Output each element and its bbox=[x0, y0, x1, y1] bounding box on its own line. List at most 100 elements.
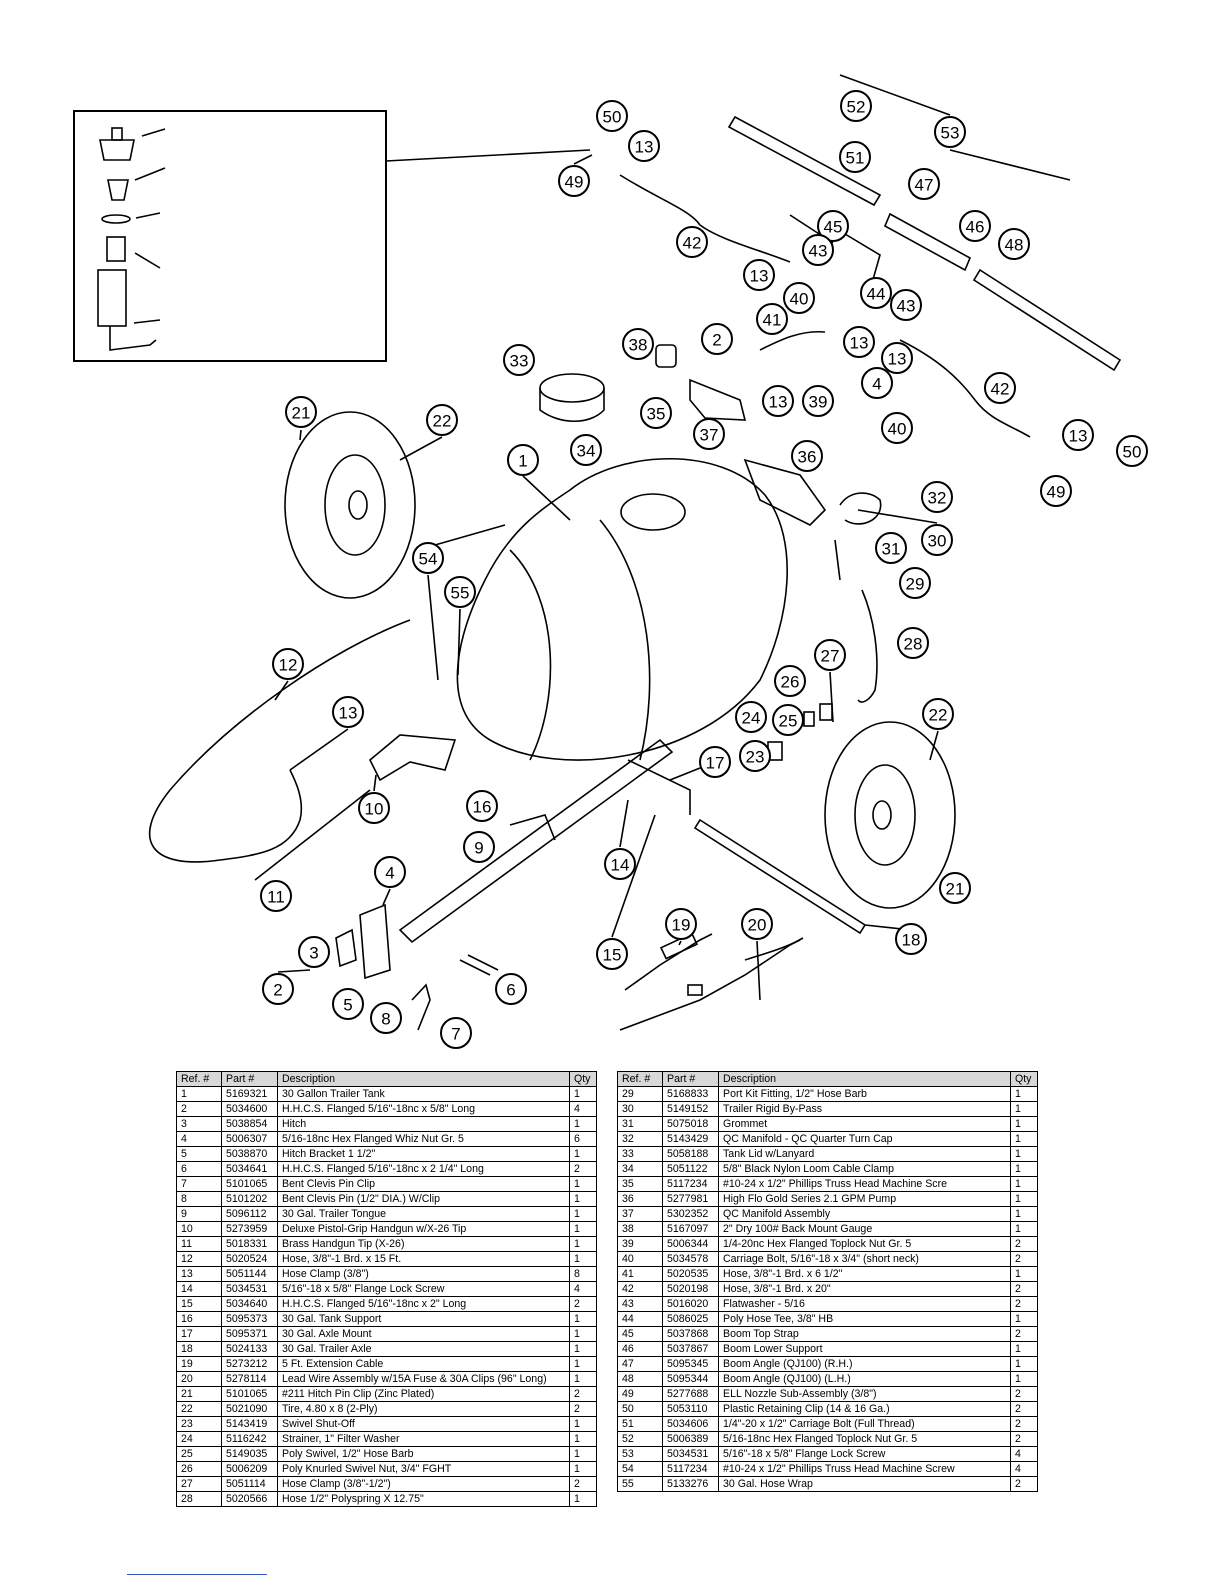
callout-37: 37 bbox=[693, 418, 725, 450]
cell-description: Lead Wire Assembly w/15A Fuse & 30A Clip… bbox=[277, 1371, 570, 1387]
cell-part-number: 5034606 bbox=[662, 1416, 719, 1432]
callout-number: 39 bbox=[809, 393, 828, 412]
callout-number: 22 bbox=[433, 412, 452, 431]
callout-circle bbox=[272, 648, 304, 680]
callout-number: 28 bbox=[904, 635, 923, 654]
callout-circle bbox=[921, 524, 953, 556]
cell-ref: 41 bbox=[617, 1266, 663, 1282]
cell-qty: 1 bbox=[1010, 1356, 1038, 1372]
cell-ref: 23 bbox=[176, 1416, 222, 1432]
callout-circle bbox=[908, 168, 940, 200]
cell-part-number: 5020566 bbox=[221, 1491, 278, 1507]
cell-qty: 1 bbox=[569, 1176, 597, 1192]
callout-27: 27 bbox=[814, 639, 846, 671]
cell-qty: 2 bbox=[1010, 1416, 1038, 1432]
callout-circle bbox=[596, 938, 628, 970]
callout-circle bbox=[444, 576, 476, 608]
callout-circle bbox=[783, 282, 815, 314]
callout-1: 1 bbox=[507, 444, 539, 476]
callout-circle bbox=[875, 532, 907, 564]
cell-description: Hitch bbox=[277, 1116, 570, 1132]
cell-ref: 18 bbox=[176, 1341, 222, 1357]
callout-number: 37 bbox=[700, 426, 719, 445]
callout-48: 48 bbox=[998, 228, 1030, 260]
cell-description: 5/8" Black Nylon Loom Cable Clamp bbox=[718, 1161, 1011, 1177]
cell-part-number: 5277688 bbox=[662, 1386, 719, 1402]
cell-part-number: 5075018 bbox=[662, 1116, 719, 1132]
header-part: Part # bbox=[221, 1071, 278, 1087]
callout-52: 52 bbox=[840, 90, 872, 122]
cell-ref: 24 bbox=[176, 1431, 222, 1447]
cell-description: Brass Handgun Tip (X-26) bbox=[277, 1236, 570, 1252]
cell-description: Hitch Bracket 1 1/2" bbox=[277, 1146, 570, 1162]
cell-qty: 1 bbox=[1010, 1206, 1038, 1222]
callout-number: 2 bbox=[712, 331, 721, 350]
callout-36: 36 bbox=[791, 440, 823, 472]
cell-description: Tank Lid w/Lanyard bbox=[718, 1146, 1011, 1162]
cell-description: 30 Gal. Trailer Axle bbox=[277, 1341, 570, 1357]
callout-circle bbox=[1116, 435, 1148, 467]
callout-30: 30 bbox=[921, 524, 953, 556]
callout-number: 33 bbox=[510, 352, 529, 371]
header-description: Description bbox=[718, 1071, 1011, 1087]
callout-number: 42 bbox=[991, 380, 1010, 399]
cell-part-number: 5037868 bbox=[662, 1326, 719, 1342]
callout-43: 43 bbox=[890, 289, 922, 321]
callout-number: 13 bbox=[750, 267, 769, 286]
cell-part-number: 5038854 bbox=[221, 1116, 278, 1132]
callout-13: 13 bbox=[1062, 419, 1094, 451]
cell-ref: 44 bbox=[617, 1311, 663, 1327]
cell-part-number: 5273212 bbox=[221, 1356, 278, 1372]
cell-ref: 17 bbox=[176, 1326, 222, 1342]
cell-qty: 2 bbox=[1010, 1296, 1038, 1312]
cell-ref: 33 bbox=[617, 1146, 663, 1162]
callout-circle bbox=[332, 696, 364, 728]
cell-qty: 2 bbox=[569, 1476, 597, 1492]
cell-qty: 1 bbox=[569, 1251, 597, 1267]
callout-number: 47 bbox=[915, 176, 934, 195]
leader-lines bbox=[274, 74, 1071, 1001]
cell-qty: 1 bbox=[569, 1236, 597, 1252]
cell-description: #10-24 x 1/2" Phillips Truss Head Machin… bbox=[718, 1461, 1011, 1477]
callout-38: 38 bbox=[622, 328, 654, 360]
callout-13: 13 bbox=[332, 696, 364, 728]
cell-description: Boom Angle (QJ100) (R.H.) bbox=[718, 1356, 1011, 1372]
callout-3: 3 bbox=[298, 936, 330, 968]
cell-description: Trailer Rigid By-Pass bbox=[718, 1101, 1011, 1117]
cell-ref: 7 bbox=[176, 1176, 222, 1192]
callout-50: 50 bbox=[596, 100, 628, 132]
cell-qty: 1 bbox=[569, 1461, 597, 1477]
parts-table-header: Ref. # Part # Description Qty bbox=[176, 1071, 597, 1087]
callout-number: 23 bbox=[746, 748, 765, 767]
cell-qty: 1 bbox=[1010, 1146, 1038, 1162]
cell-description: Boom Lower Support bbox=[718, 1341, 1011, 1357]
cell-part-number: 5149152 bbox=[662, 1101, 719, 1117]
callout-circle bbox=[260, 880, 292, 912]
callout-circle bbox=[860, 277, 892, 309]
callout-15: 15 bbox=[596, 938, 628, 970]
callout-42: 42 bbox=[676, 226, 708, 258]
callout-circle bbox=[959, 210, 991, 242]
header-part: Part # bbox=[662, 1071, 719, 1087]
callout-14: 14 bbox=[604, 848, 636, 880]
cell-description: 30 Gal. Tank Support bbox=[277, 1311, 570, 1327]
callout-number: 30 bbox=[928, 532, 947, 551]
callout-circle bbox=[861, 367, 893, 399]
nozzle-detail-inset bbox=[73, 110, 591, 362]
hose-and-handgun-drawing bbox=[148, 492, 882, 881]
callout-number: 20 bbox=[748, 916, 767, 935]
cell-qty: 1 bbox=[569, 1311, 597, 1327]
cell-qty: 2 bbox=[1010, 1431, 1038, 1447]
